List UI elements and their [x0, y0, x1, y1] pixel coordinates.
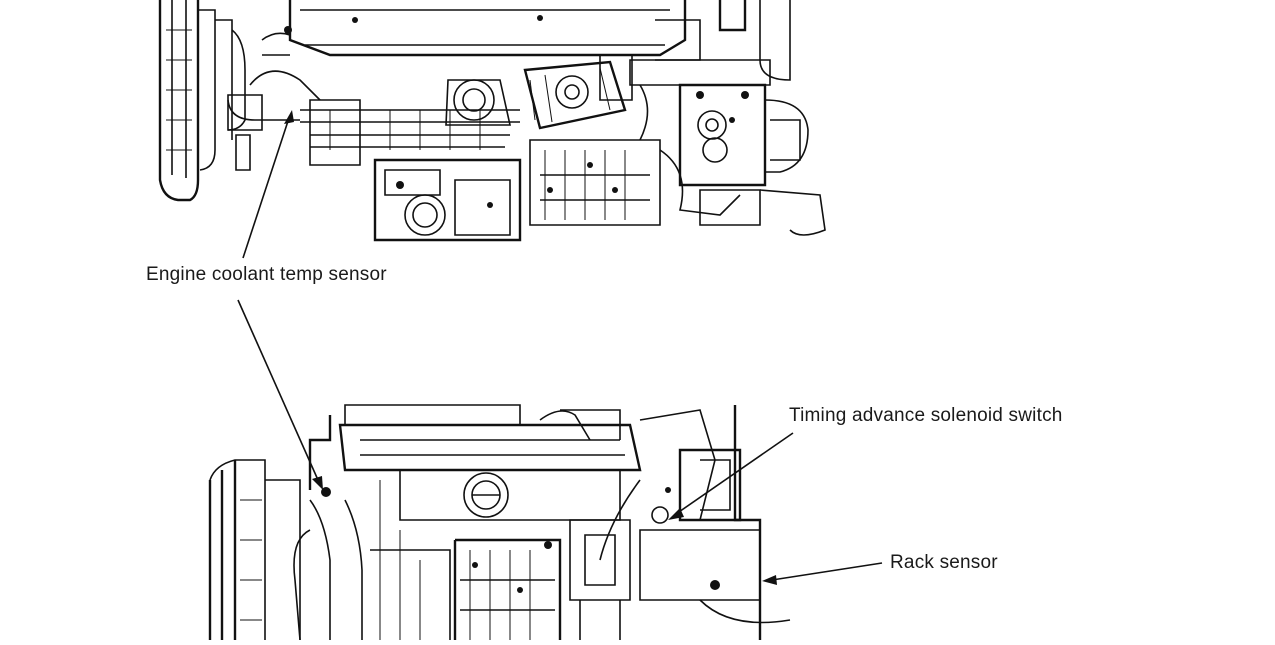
bottom-engine-illustration — [208, 404, 791, 641]
timing-advance-solenoid-switch-label: Timing advance solenoid switch — [789, 405, 1063, 426]
timing-leader — [668, 432, 794, 520]
engine-coolant-temp-sensor-label: Engine coolant temp sensor — [146, 264, 387, 285]
rack-sensor-label: Rack sensor — [890, 552, 998, 573]
coolant-leader-bottom — [237, 299, 323, 490]
top-engine-illustration — [158, 0, 826, 242]
rack-leader — [762, 562, 883, 585]
coolant-leader-top — [242, 110, 294, 259]
